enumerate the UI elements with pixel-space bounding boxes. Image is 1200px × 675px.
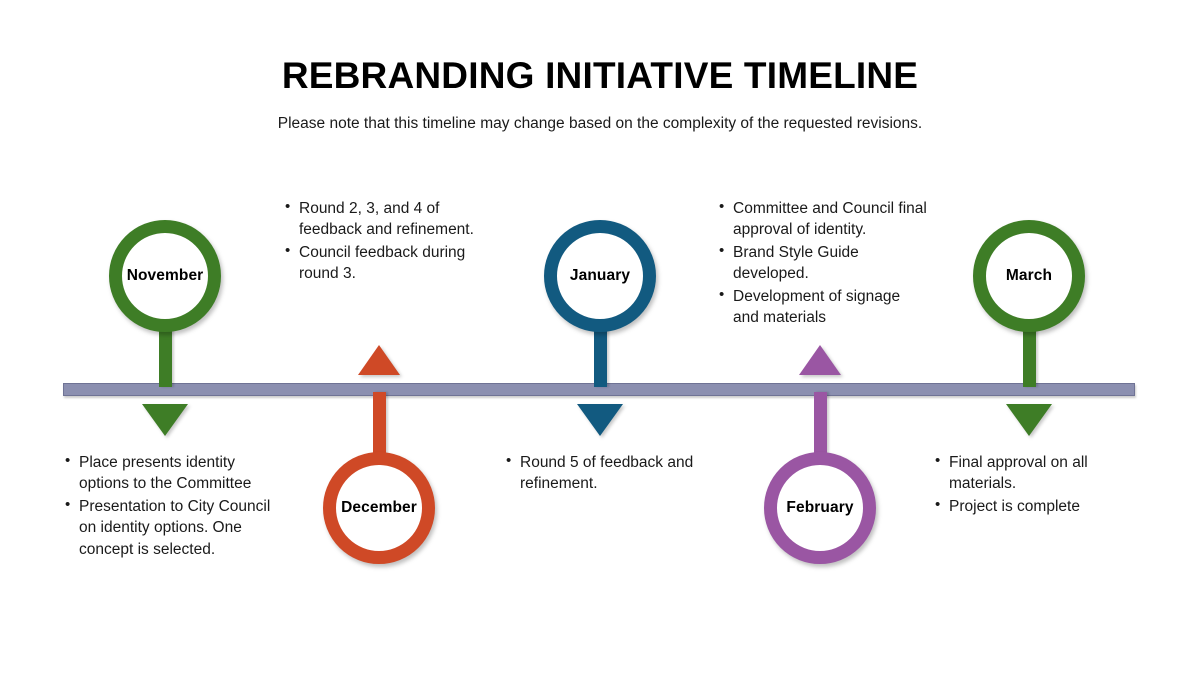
milestone-arrow-march — [1006, 404, 1052, 436]
milestone-label-march: March — [1005, 267, 1053, 284]
milestone-notes-february: Committee and Council final approval of … — [716, 197, 928, 329]
milestone-arrow-december — [358, 345, 400, 375]
milestone-label-january: January — [569, 267, 631, 284]
milestone-circle-november[interactable]: November — [109, 220, 221, 332]
list-item: Final approval on all materials. — [935, 451, 1132, 495]
milestone-notes-march: Final approval on all materials.Project … — [932, 451, 1132, 518]
list-item: Round 5 of feedback and refinement. — [506, 451, 703, 495]
milestone-arrow-february — [799, 345, 841, 375]
milestone-stem-november — [158, 326, 172, 387]
milestone-stem-january — [593, 326, 607, 387]
milestone-circle-december[interactable]: December — [323, 452, 435, 564]
notes-list-december: Round 2, 3, and 4 of feedback and refine… — [282, 197, 494, 285]
milestone-label-november: November — [126, 267, 204, 284]
milestone-notes-january: Round 5 of feedback and refinement. — [503, 451, 703, 496]
milestone-circle-march[interactable]: March — [973, 220, 1085, 332]
list-item: Project is complete — [935, 495, 1132, 517]
list-item: Committee and Council final approval of … — [719, 197, 928, 241]
notes-list-march: Final approval on all materials.Project … — [932, 451, 1132, 517]
milestone-stem-march — [1022, 326, 1036, 387]
page-title: REBRANDING INITIATIVE TIMELINE — [281, 55, 919, 96]
milestone-circle-february[interactable]: February — [764, 452, 876, 564]
list-item: Place presents identity options to the C… — [65, 451, 277, 495]
milestone-label-february: February — [786, 499, 854, 516]
milestone-label-december: December — [341, 499, 417, 516]
list-item: Brand Style Guide developed. — [719, 241, 928, 285]
notes-list-february: Committee and Council final approval of … — [716, 197, 928, 329]
notes-list-november: Place presents identity options to the C… — [62, 451, 277, 560]
milestone-arrow-november — [142, 404, 188, 436]
milestone-stem-december — [372, 392, 386, 458]
milestone-notes-november: Place presents identity options to the C… — [62, 451, 277, 561]
notes-list-january: Round 5 of feedback and refinement. — [503, 451, 703, 495]
milestone-stem-february — [813, 392, 827, 458]
list-item: Council feedback during round 3. — [285, 241, 494, 285]
list-item: Round 2, 3, and 4 of feedback and refine… — [285, 197, 494, 241]
list-item: Development of signage and materials — [719, 285, 928, 329]
milestone-arrow-january — [577, 404, 623, 436]
page-subtitle: Please note that this timeline may chang… — [277, 115, 923, 132]
milestone-circle-january[interactable]: January — [544, 220, 656, 332]
milestone-notes-december: Round 2, 3, and 4 of feedback and refine… — [282, 197, 494, 286]
list-item: Presentation to City Council on identity… — [65, 495, 277, 560]
